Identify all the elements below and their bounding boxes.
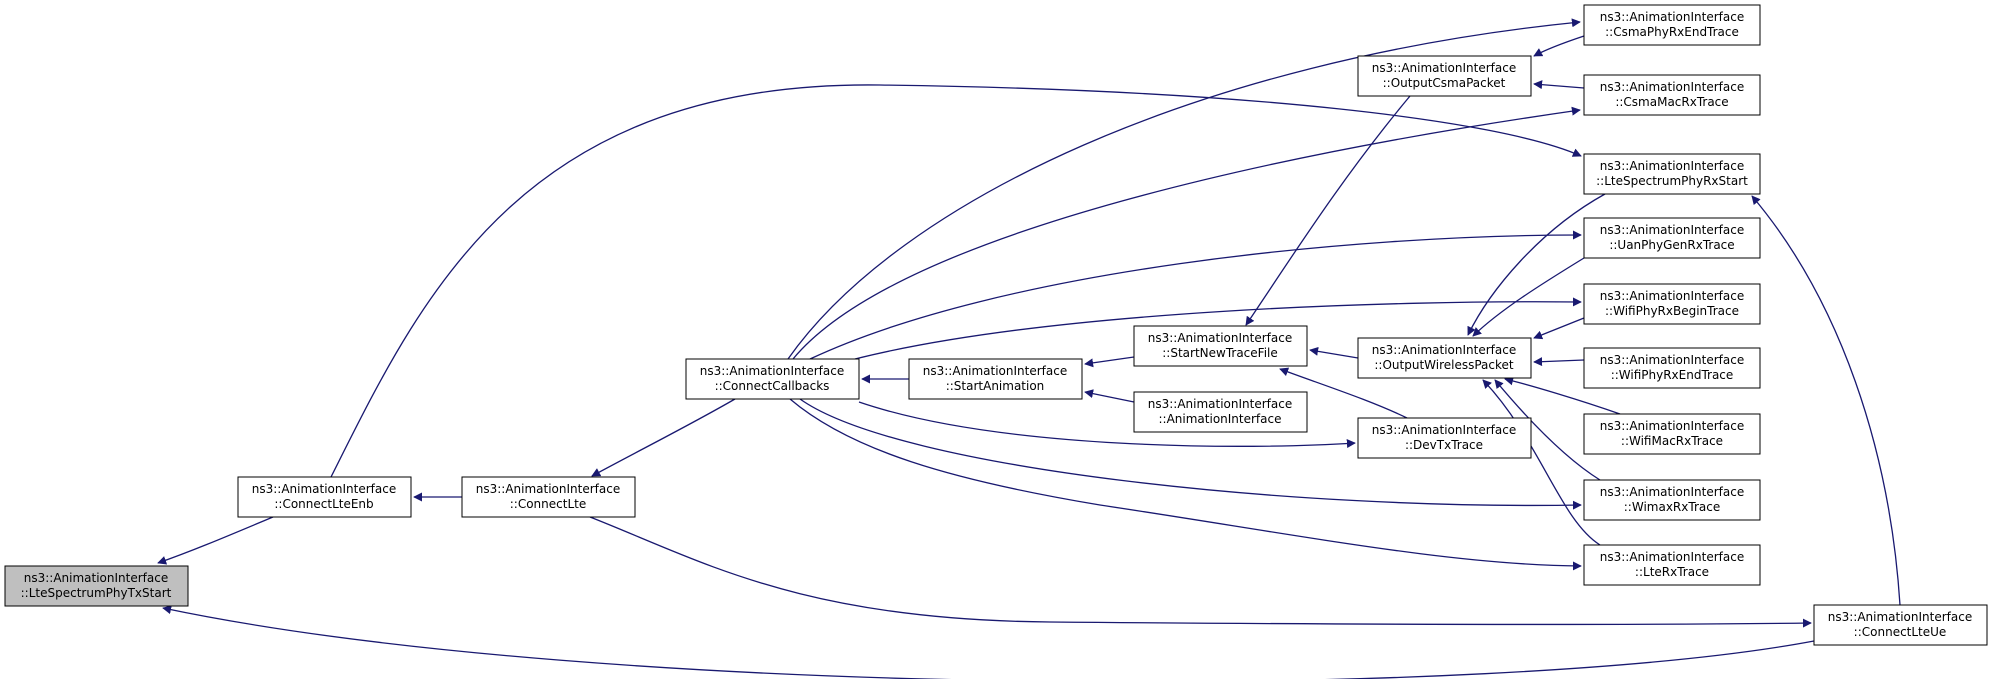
edge-connect-callbacks-to-dev-tx-trace xyxy=(858,401,1356,449)
node-line1: ns3::AnimationInterface xyxy=(923,364,1067,378)
node-uan-phy-gen-rx-trace[interactable]: ns3::AnimationInterface ::UanPhyGenRxTra… xyxy=(1583,217,1761,259)
node-wifi-phy-rx-end-trace[interactable]: ns3::AnimationInterface ::WifiPhyRxEndTr… xyxy=(1583,347,1761,389)
edge-connect-callbacks-to-wifi-phy-rx-begin-trace xyxy=(854,297,1582,360)
edge-connect-callbacks-to-csma-phy-rx-end-trace xyxy=(787,18,1581,360)
node-line1: ns3::AnimationInterface xyxy=(1600,485,1744,499)
node-dev-tx-trace[interactable]: ns3::AnimationInterface ::DevTxTrace xyxy=(1357,417,1532,459)
node-output-csma-packet[interactable]: ns3::AnimationInterface ::OutputCsmaPack… xyxy=(1357,55,1532,97)
edge-animation-interface-to-start-animation xyxy=(1084,389,1135,403)
node-line1: ns3::AnimationInterface xyxy=(252,482,396,496)
node-output-wireless-packet[interactable]: ns3::AnimationInterface ::OutputWireless… xyxy=(1357,337,1532,379)
edge-uan-phy-gen-rx-trace-to-output-wireless-packet xyxy=(1472,257,1585,337)
node-line1: ns3::AnimationInterface xyxy=(1600,550,1744,564)
node-connect-lte[interactable]: ns3::AnimationInterface ::ConnectLte xyxy=(461,476,636,518)
node-line1: ns3::AnimationInterface xyxy=(476,482,620,496)
edge-connect-callbacks-to-lte-rx-trace xyxy=(789,398,1582,571)
node-line2: ::UanPhyGenRxTrace xyxy=(1609,238,1734,252)
edge-connect-callbacks-to-connect-lte xyxy=(591,398,736,477)
edge-csma-mac-rx-trace-to-output-csma-packet xyxy=(1533,80,1585,90)
node-line2: ::LteSpectrumPhyRxStart xyxy=(1596,174,1748,188)
node-line1: ns3::AnimationInterface xyxy=(1828,610,1972,624)
node-start-new-trace-file[interactable]: ns3::AnimationInterface ::StartNewTraceF… xyxy=(1133,325,1308,367)
node-connect-callbacks[interactable]: ns3::AnimationInterface ::ConnectCallbac… xyxy=(685,358,860,400)
node-line2: ::WimaxRxTrace xyxy=(1624,500,1720,514)
node-line2: ::DevTxTrace xyxy=(1405,438,1483,452)
edge-wifi-phy-rx-end-trace-to-output-wireless-packet xyxy=(1533,357,1585,367)
edge-output-wireless-packet-to-start-new-trace-file xyxy=(1309,346,1359,359)
edge-wimax-rx-trace-to-output-wireless-packet xyxy=(1494,379,1601,481)
node-line2: ::WifiMacRxTrace xyxy=(1621,434,1723,448)
node-line2: ::ConnectCallbacks xyxy=(715,379,830,393)
edge-lte-rx-trace-to-output-wireless-packet xyxy=(1482,379,1601,546)
node-line2: ::LteSpectrumPhyTxStart xyxy=(21,586,172,600)
node-line2: ::StartAnimation xyxy=(946,379,1045,393)
node-lte-spectrum-phy-tx-start[interactable]: ns3::AnimationInterface ::LteSpectrumPhy… xyxy=(4,565,189,607)
node-line1: ns3::AnimationInterface xyxy=(1600,223,1744,237)
edge-connect-lte-ue-to-root xyxy=(162,605,1815,679)
node-line1: ns3::AnimationInterface xyxy=(1148,331,1292,345)
node-line1: ns3::AnimationInterface xyxy=(1372,343,1516,357)
node-line2: ::OutputCsmaPacket xyxy=(1383,76,1506,90)
node-line2: ::AnimationInterface xyxy=(1159,412,1282,426)
node-layer: ns3::AnimationInterface ::LteSpectrumPhy… xyxy=(4,4,1988,646)
node-line2: ::LteRxTrace xyxy=(1635,565,1709,579)
node-line1: ns3::AnimationInterface xyxy=(700,364,844,378)
node-line1: ns3::AnimationInterface xyxy=(1148,397,1292,411)
edge-connect-lte-to-connect-lte-ue xyxy=(589,516,1812,628)
node-line2: ::CsmaMacRxTrace xyxy=(1615,95,1728,109)
node-line1: ns3::AnimationInterface xyxy=(1600,80,1744,94)
edge-layer xyxy=(157,18,1901,679)
edge-connect-callbacks-to-wimax-rx-trace xyxy=(799,398,1582,510)
node-line2: ::ConnectLteUe xyxy=(1854,625,1947,639)
edge-wifi-phy-rx-begin-trace-to-output-wireless-packet xyxy=(1533,317,1585,340)
node-line1: ns3::AnimationInterface xyxy=(1600,10,1744,24)
node-csma-phy-rx-end-trace[interactable]: ns3::AnimationInterface ::CsmaPhyRxEndTr… xyxy=(1583,4,1761,46)
node-line2: ::StartNewTraceFile xyxy=(1162,346,1278,360)
node-line2: ::ConnectLte xyxy=(510,497,586,511)
node-line1: ns3::AnimationInterface xyxy=(24,571,168,585)
edge-start-new-trace-file-to-start-animation xyxy=(1084,356,1135,368)
node-wifi-phy-rx-begin-trace[interactable]: ns3::AnimationInterface ::WifiPhyRxBegin… xyxy=(1583,283,1761,325)
edge-lte-spectrum-phy-rx-start-to-output-wireless-packet xyxy=(1467,193,1606,336)
node-line2: ::ConnectLteEnb xyxy=(274,497,373,511)
edge-connect-lte-enb-to-root xyxy=(157,516,274,565)
node-line1: ns3::AnimationInterface xyxy=(1600,159,1744,173)
node-connect-lte-ue[interactable]: ns3::AnimationInterface ::ConnectLteUe xyxy=(1813,604,1988,646)
node-line1: ns3::AnimationInterface xyxy=(1372,61,1516,75)
edge-connect-lte-ue-to-lte-spectrum-phy-rx-start xyxy=(1751,195,1901,606)
node-line1: ns3::AnimationInterface xyxy=(1600,419,1744,433)
node-wimax-rx-trace[interactable]: ns3::AnimationInterface ::WimaxRxTrace xyxy=(1583,479,1761,521)
edge-connect-callbacks-to-uan-phy-gen-rx-trace xyxy=(809,230,1582,360)
node-line2: ::OutputWirelessPacket xyxy=(1374,358,1514,372)
node-line1: ns3::AnimationInterface xyxy=(1600,353,1744,367)
node-lte-spectrum-phy-rx-start[interactable]: ns3::AnimationInterface ::LteSpectrumPhy… xyxy=(1583,153,1761,195)
node-line1: ns3::AnimationInterface xyxy=(1600,289,1744,303)
node-line1: ns3::AnimationInterface xyxy=(1372,423,1516,437)
node-wifi-mac-rx-trace[interactable]: ns3::AnimationInterface ::WifiMacRxTrace xyxy=(1583,413,1761,455)
node-csma-mac-rx-trace[interactable]: ns3::AnimationInterface ::CsmaMacRxTrace xyxy=(1583,74,1761,116)
edge-connect-lte-enb-to-lte-spectrum-phy-rx-start xyxy=(330,84,1582,478)
node-lte-rx-trace[interactable]: ns3::AnimationInterface ::LteRxTrace xyxy=(1583,544,1761,586)
node-line2: ::WifiPhyRxBeginTrace xyxy=(1605,304,1739,318)
node-connect-lte-enb[interactable]: ns3::AnimationInterface ::ConnectLteEnb xyxy=(237,476,412,518)
edge-csma-phy-rx-end-trace-to-output-csma-packet xyxy=(1533,35,1585,57)
edge-dev-tx-trace-to-start-new-trace-file xyxy=(1279,367,1408,419)
node-line2: ::WifiPhyRxEndTrace xyxy=(1611,368,1734,382)
edge-output-csma-packet-to-start-new-trace-file xyxy=(1245,95,1411,326)
node-animation-interface[interactable]: ns3::AnimationInterface ::AnimationInter… xyxy=(1133,391,1308,433)
node-line2: ::CsmaPhyRxEndTrace xyxy=(1605,25,1739,39)
node-start-animation[interactable]: ns3::AnimationInterface ::StartAnimation xyxy=(908,358,1083,400)
edge-connect-callbacks-to-csma-mac-rx-trace xyxy=(792,106,1581,360)
edge-wifi-mac-rx-trace-to-output-wireless-packet xyxy=(1504,376,1621,415)
